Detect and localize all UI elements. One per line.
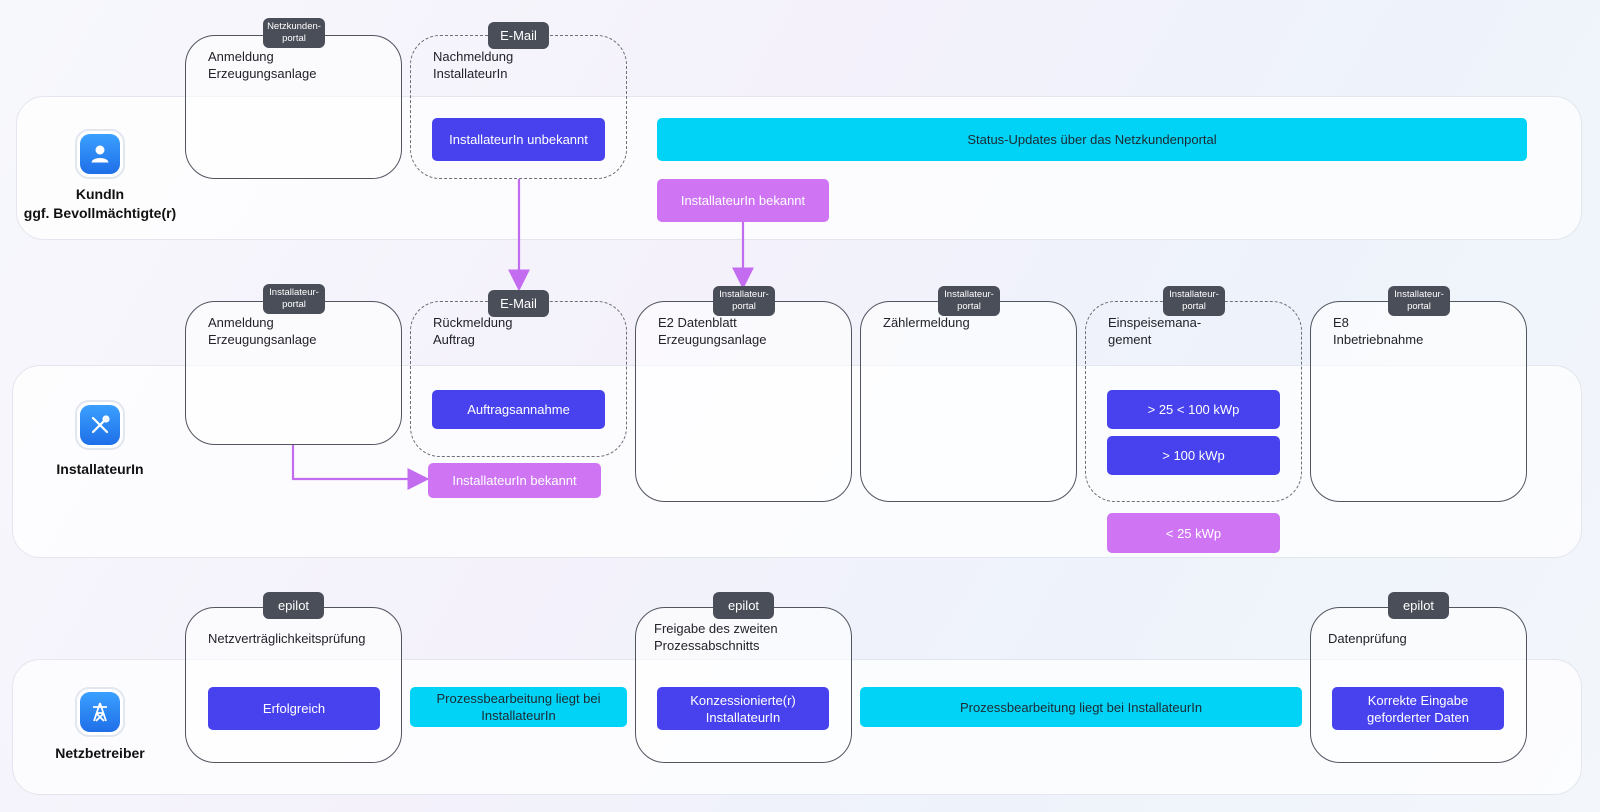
tag-installateurportal: Installateur- portal <box>713 286 775 316</box>
role-label-installateur: InstallateurIn <box>56 461 144 477</box>
prozessbearbeitung-bar-2: Prozessbearbeitung liegt bei Installateu… <box>860 687 1302 727</box>
tag-installateurportal: Installateur- portal <box>1163 286 1225 316</box>
tag-netzkundenportal: Netzkunden- portal <box>263 18 325 48</box>
tag-email: E-Mail <box>488 22 549 49</box>
tag-epilot: epilot <box>263 592 324 619</box>
installateur-unbekannt-button[interactable]: InstallateurIn unbekannt <box>432 118 605 161</box>
card-title: E8 Inbetriebnahme <box>1333 315 1424 347</box>
tag-epilot: epilot <box>713 592 774 619</box>
tag-epilot: epilot <box>1388 592 1449 619</box>
kwp-25-100-button[interactable]: > 25 < 100 kWp <box>1107 390 1280 429</box>
card-title: Nachmeldung InstallateurIn <box>433 49 514 81</box>
konzessionierte-installateur-button[interactable]: Konzessionierte(r) InstallateurIn <box>657 687 829 730</box>
card-title: Freigabe des zweiten Prozessabschnitts <box>654 621 778 653</box>
card-title: Anmeldung Erzeugungsanlage <box>208 49 317 81</box>
tag-installateurportal: Installateur- portal <box>1388 286 1450 316</box>
korrekte-eingabe-button[interactable]: Korrekte Eingabe geforderter Daten <box>1332 687 1504 730</box>
prozessbearbeitung-bar-1: Prozessbearbeitung liegt bei Installateu… <box>410 687 627 727</box>
user-icon <box>75 129 125 179</box>
card-title: Netzverträglichkeitsprüfung <box>208 631 366 646</box>
power-pylon-icon <box>75 687 125 737</box>
kwp-under-25-button[interactable]: < 25 kWp <box>1107 513 1280 553</box>
card-kunde-anmeldung[interactable]: Anmeldung Erzeugungsanlage <box>185 35 402 179</box>
card-netzvertraeglichkeit[interactable]: Netzverträglichkeitsprüfung <box>185 607 402 763</box>
auftragsannahme-button[interactable]: Auftragsannahme <box>432 390 605 429</box>
tools-icon <box>75 400 125 450</box>
tag-email: E-Mail <box>488 290 549 317</box>
card-title: Zählermeldung <box>883 315 970 330</box>
installateur-bekannt-button-2[interactable]: InstallateurIn bekannt <box>428 463 601 498</box>
kwp-100-button[interactable]: > 100 kWp <box>1107 436 1280 475</box>
card-title: Rückmeldung Auftrag <box>433 315 513 347</box>
card-rueckmeldung[interactable]: Rückmeldung Auftrag <box>410 301 627 457</box>
card-e2-datenblatt[interactable]: E2 Datenblatt Erzeugungsanlage <box>635 301 852 502</box>
card-e8-inbetriebnahme[interactable]: E8 Inbetriebnahme <box>1310 301 1527 502</box>
tag-installateurportal: Installateur- portal <box>263 284 325 314</box>
status-updates-bar: Status-Updates über das Netzkundenportal <box>657 118 1527 161</box>
card-datenpruefung[interactable]: Datenprüfung <box>1310 607 1527 763</box>
card-zaehlermeldung[interactable]: Zählermeldung <box>860 301 1077 502</box>
tag-installateurportal: Installateur- portal <box>938 286 1000 316</box>
card-title: Anmeldung Erzeugungsanlage <box>208 315 317 347</box>
role-label-netzbetreiber: Netzbetreiber <box>55 745 145 761</box>
card-title: Datenprüfung <box>1328 631 1407 646</box>
card-title: E2 Datenblatt Erzeugungsanlage <box>658 315 767 347</box>
card-freigabe[interactable]: Freigabe des zweiten Prozessabschnitts <box>635 607 852 763</box>
erfolgreich-button[interactable]: Erfolgreich <box>208 687 380 730</box>
card-einspeisemanagement[interactable]: Einspeisemana- gement <box>1085 301 1302 502</box>
role-label-kunde: KundIn ggf. Bevollmächtigte(r) <box>23 186 177 221</box>
card-installateur-anmeldung[interactable]: Anmeldung Erzeugungsanlage <box>185 301 402 445</box>
card-title: Einspeisemana- gement <box>1108 315 1202 347</box>
installateur-bekannt-button[interactable]: InstallateurIn bekannt <box>657 179 829 222</box>
